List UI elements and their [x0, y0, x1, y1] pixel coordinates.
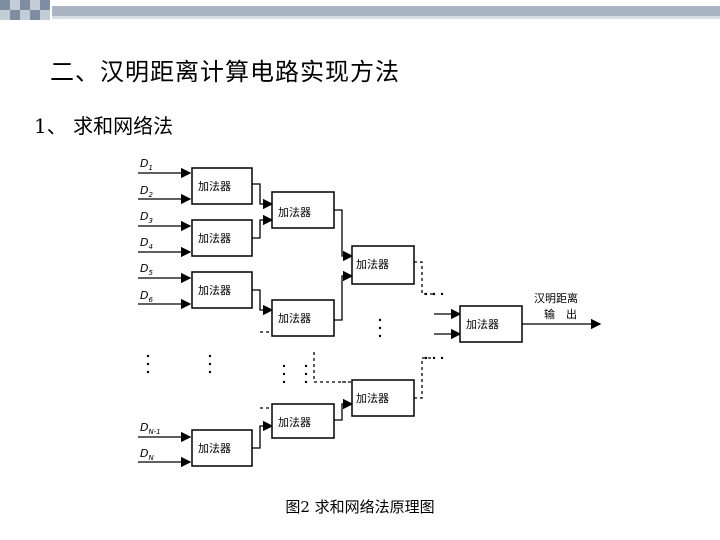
summing-network-diagram: D1 D2 D3 D4 D5 D6 DN-1 DN: [138, 157, 602, 468]
adder-label: 加法器: [198, 179, 231, 193]
adder-box-stage1-b: [191, 219, 253, 257]
input-label-dn: DN: [140, 447, 154, 462]
adder-box-stage2-a: [271, 191, 335, 229]
input-label-d2: D2: [140, 184, 153, 199]
adder-label: 加法器: [198, 283, 231, 297]
input-label-d5: D5: [140, 262, 153, 277]
adder-box-stage1-c: [191, 271, 253, 309]
input-label-d4: D4: [140, 236, 153, 251]
adder-box-stage2-b: [271, 299, 335, 337]
adder-label: 加法器: [198, 231, 231, 245]
header-decoration: [0, 0, 720, 22]
adder-label: 加法器: [278, 205, 311, 219]
section-heading: 1、 求和网络法: [34, 114, 174, 138]
adder-box-stage1-n: [191, 429, 253, 467]
input-label-d6: D6: [140, 289, 153, 304]
adder-label: 加法器: [356, 257, 389, 271]
adder-box-stage3-a: [351, 245, 415, 285]
adder-label: 加法器: [278, 311, 311, 325]
output-label-line2: 输 出: [544, 307, 577, 321]
adder-label: 加法器: [198, 441, 231, 455]
ellipsis-dots: [146, 292, 444, 384]
adder-label: 加法器: [278, 415, 311, 429]
slide-title: 二、汉明距离计算电路实现方法: [50, 58, 400, 86]
input-label-d3: D3: [140, 210, 153, 225]
output-label-line1: 汉明距离: [534, 291, 578, 305]
input-label-d1: D1: [140, 157, 153, 172]
adder-box-final: [459, 305, 523, 343]
figure-caption: 图2 求和网络法原理图: [285, 498, 435, 516]
adder-box-stage1-a: [191, 167, 253, 205]
adder-label: 加法器: [356, 391, 389, 405]
adder-box-stage2-n: [271, 403, 335, 439]
adder-label: 加法器: [466, 317, 499, 331]
adder-box-stage3-n: [351, 379, 415, 417]
input-label-dn-1: DN-1: [140, 421, 161, 436]
